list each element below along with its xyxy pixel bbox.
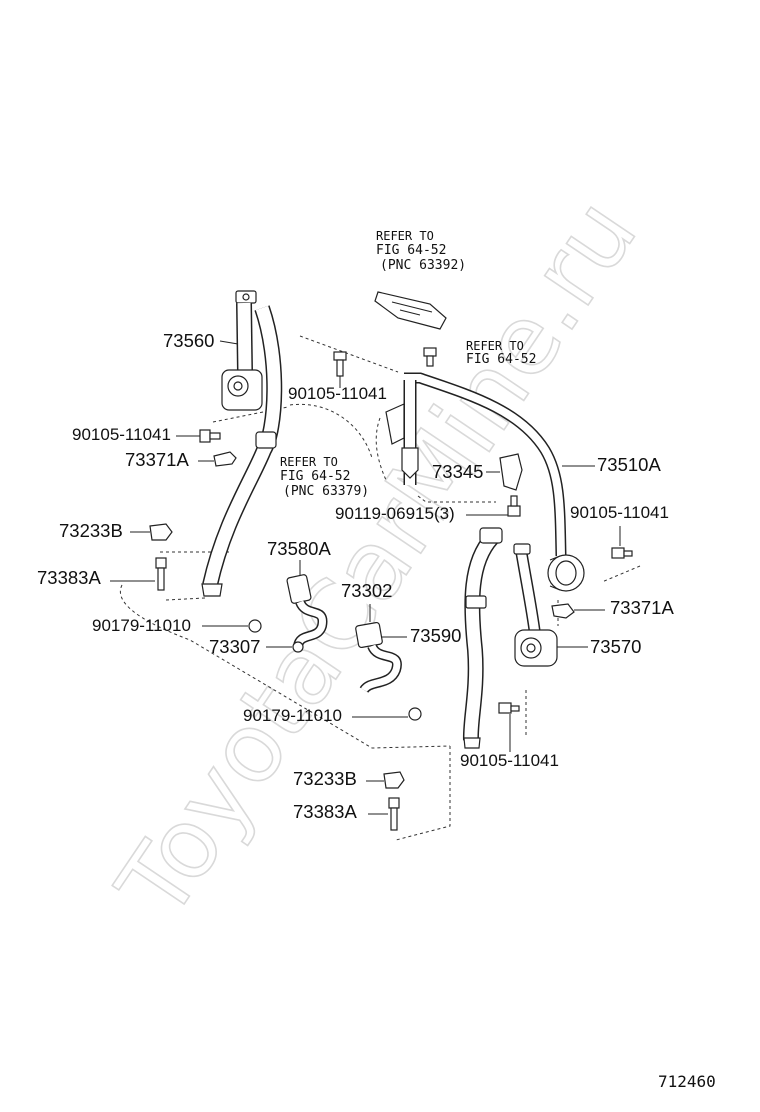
part-labels: 73560 90105-11041 90105-11041 73371A 733…: [37, 330, 674, 822]
center-belt-assembly: [374, 291, 595, 592]
part-label-73345: 73345: [432, 461, 483, 482]
part-label-73560: 73560: [163, 330, 214, 351]
part-label-73233B-bottom: 73233B: [293, 768, 357, 789]
part-label-90105-11041-right: 90105-11041: [570, 503, 669, 522]
clip-icon: [551, 603, 605, 619]
reference-line: FIG 64-52: [466, 352, 536, 367]
bolt-icon: [466, 495, 521, 517]
clip-icon: [198, 451, 237, 467]
part-label-73590: 73590: [410, 625, 461, 646]
part-label-73233B-left: 73233B: [59, 520, 123, 541]
reference-line: REFER TO: [280, 455, 338, 469]
part-73345-plate: [499, 453, 523, 491]
part-label-73570: 73570: [590, 636, 641, 657]
cap-icon: [130, 523, 173, 541]
reference-line: FIG 64-52: [376, 243, 446, 258]
bolt-icon: [110, 557, 167, 591]
buckle-73580A: [286, 560, 328, 648]
reference-line: (PNC 63392): [380, 258, 466, 273]
reference-note-2: REFER TO FIG 64-52: [466, 339, 536, 367]
fasteners: [110, 347, 633, 831]
bolt-icon: [498, 702, 520, 752]
bolt-icon: [423, 347, 437, 367]
reference-line: FIG 64-52: [280, 469, 350, 484]
bolt-icon: [368, 797, 400, 831]
reference-line: REFER TO: [376, 229, 434, 243]
part-label-73580A: 73580A: [267, 538, 331, 559]
reference-line: (PNC 63379): [283, 484, 369, 499]
nut-icon: [202, 619, 262, 633]
figure-number: 712460: [658, 1072, 716, 1091]
reference-note-1: REFER TO FIG 64-52 (PNC 63392): [376, 229, 466, 273]
left-seat-belt-assembly: [201, 290, 283, 597]
part-label-90105-11041-bottom: 90105-11041: [460, 751, 559, 770]
part-label-73383A-left: 73383A: [37, 567, 101, 588]
part-label-73302: 73302: [341, 580, 392, 601]
part-label-73371A-right: 73371A: [610, 597, 674, 618]
nut-icon: [266, 641, 304, 653]
part-label-90179-11010-bottom: 90179-11010: [243, 706, 342, 725]
center-bracket: [385, 403, 405, 445]
right-seat-belt-assembly: [462, 527, 588, 749]
bolt-icon: [611, 526, 633, 559]
upper-bracket-plate: [374, 291, 447, 330]
part-label-73383A-bottom: 73383A: [293, 801, 357, 822]
reference-note-3: REFER TO FIG 64-52 (PNC 63379): [280, 455, 369, 499]
bolt-icon: [176, 429, 221, 443]
bolt-icon: [333, 351, 347, 388]
lower-anchor-plate-right: [463, 737, 481, 749]
part-label-90105-11041-top: 90105-11041: [288, 384, 387, 403]
buckle-73302-73590: [355, 604, 407, 694]
belt-guide: [255, 431, 277, 449]
part-label-90179-11010-left: 90179-11010: [92, 616, 191, 635]
nut-icon: [352, 707, 422, 721]
anchor-bolt-icon: [242, 293, 250, 301]
part-label-73371A-left: 73371A: [125, 449, 189, 470]
upper-belt-guide: [479, 527, 503, 544]
part-label-73307: 73307: [209, 636, 260, 657]
part-label-73510A: 73510A: [597, 454, 661, 475]
cap-icon: [366, 771, 405, 789]
part-label-90119-06915: 90119-06915(3): [335, 504, 455, 523]
reference-line: REFER TO: [466, 339, 524, 353]
mid-belt-guide: [465, 595, 487, 609]
part-label-90105-11041-left: 90105-11041: [72, 425, 171, 444]
lower-anchor-plate: [201, 583, 223, 597]
